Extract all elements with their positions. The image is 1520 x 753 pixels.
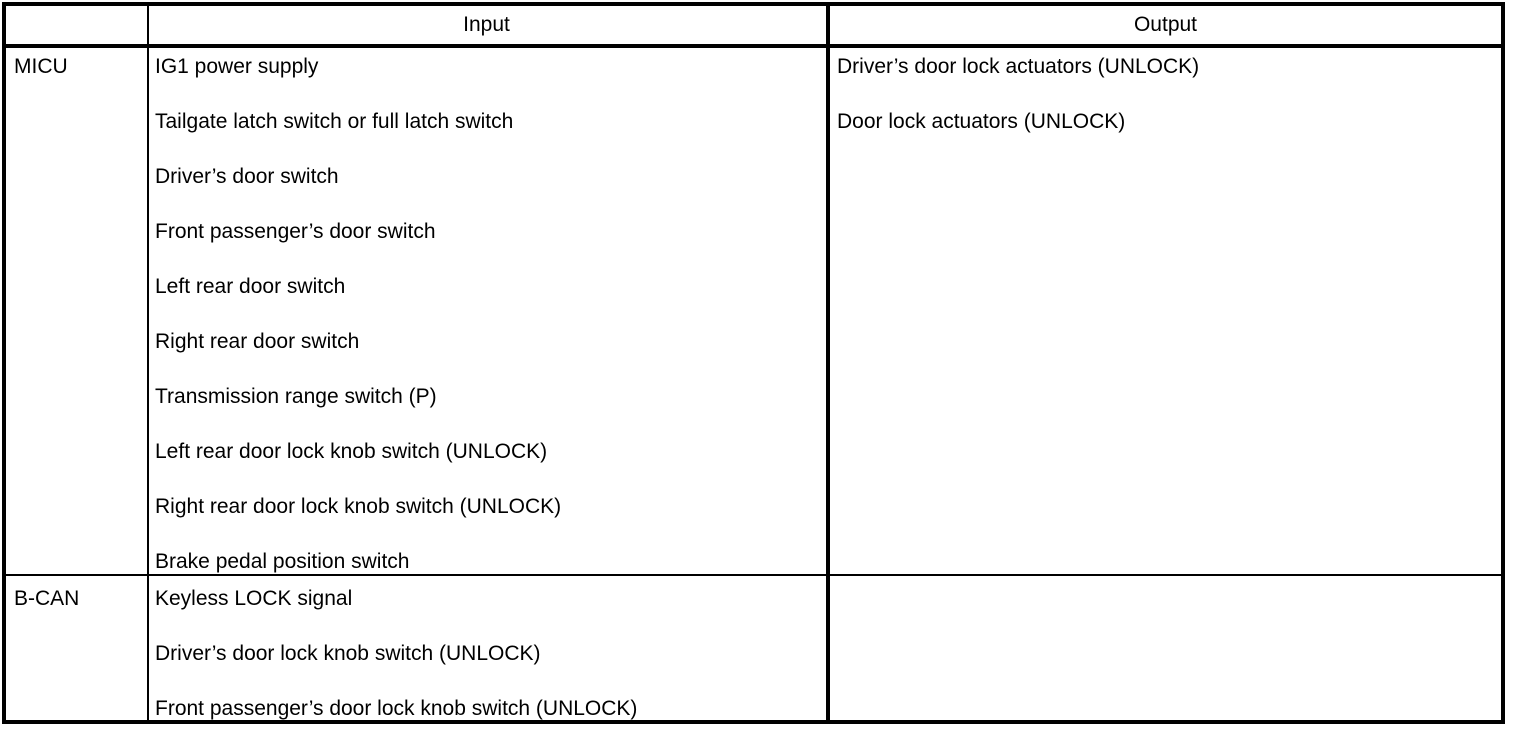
cell-micu-input: IG1 power supply Tailgate latch switch o…: [155, 56, 820, 606]
list-item: Left rear door lock knob switch (UNLOCK): [155, 440, 548, 463]
list-item: Brake pedal position switch: [155, 550, 410, 573]
row-label-micu: MICU: [14, 56, 142, 111]
list-item: Right rear door switch: [155, 330, 360, 353]
table-header-row: Input Output: [6, 6, 1501, 48]
row-label-bcan: B-CAN: [14, 588, 142, 643]
list-item: Front passenger’s door switch: [155, 220, 436, 243]
list-item: Right rear door lock knob switch (UNLOCK…: [155, 495, 562, 518]
list-item: Transmission range switch (P): [155, 385, 437, 408]
list-item: Keyless LOCK signal: [155, 587, 353, 610]
row-label-micu-text: MICU: [14, 55, 68, 78]
io-table: Input Output MICU IG1 power supply Tailg…: [2, 2, 1505, 724]
list-item: Door lock actuators (UNLOCK): [837, 110, 1126, 133]
cell-bcan-input: Keyless LOCK signal Driver’s door lock k…: [155, 588, 820, 753]
list-item: Left rear door switch: [155, 275, 346, 298]
list-item: Front passenger’s door lock knob switch …: [155, 697, 638, 720]
column-header-output: Output: [1133, 13, 1198, 36]
column-divider-input-output: [826, 6, 830, 720]
cell-micu-output: Driver’s door lock actuators (UNLOCK) Do…: [837, 56, 1497, 166]
column-divider-label-input: [147, 6, 149, 720]
list-item: IG1 power supply: [155, 55, 319, 78]
column-header-input: Input: [463, 13, 510, 36]
table-sheet: Input Output MICU IG1 power supply Tailg…: [2, 2, 1505, 724]
list-item: Driver’s door lock knob switch (UNLOCK): [155, 642, 541, 665]
list-item: Driver’s door switch: [155, 165, 339, 188]
row-divider-micu-bcan: [6, 574, 1501, 576]
list-item: Tailgate latch switch or full latch swit…: [155, 110, 514, 133]
list-item: Driver’s door lock actuators (UNLOCK): [837, 55, 1200, 78]
row-label-bcan-text: B-CAN: [14, 587, 80, 610]
